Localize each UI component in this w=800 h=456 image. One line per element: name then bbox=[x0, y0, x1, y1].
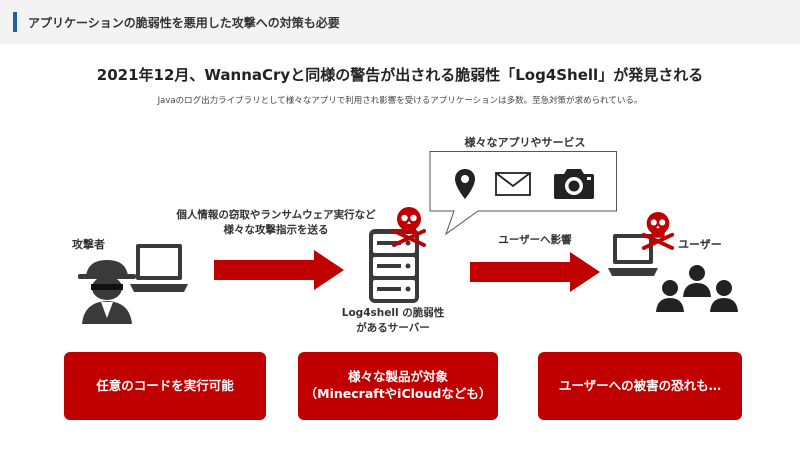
attacker-laptop-icon bbox=[130, 244, 188, 292]
map-pin-icon bbox=[455, 169, 475, 199]
server-label-line1: Log4shell の脆弱性 bbox=[341, 307, 445, 319]
impact-box-text: ユーザーへの被害の恐れも… bbox=[558, 377, 722, 393]
attack-instruction-line1: 個人情報の窃取やランサムウェア実行など bbox=[176, 209, 376, 221]
attack-arrow bbox=[214, 250, 344, 290]
impact-box-code-execution: 任意のコードを実行可能 bbox=[64, 352, 266, 420]
attack-instruction-text: 個人情報の窃取やランサムウェア実行など 様々な攻撃指示を送る bbox=[156, 208, 396, 237]
apps-label: 様々なアプリやサービス bbox=[464, 136, 586, 149]
section-title: アプリケーションの脆弱性を悪用した攻撃への対策も必要 bbox=[28, 16, 340, 30]
mail-icon bbox=[495, 172, 531, 196]
impact-box-products: 様々な製品が対象 （MinecraftやiCloudなども） bbox=[298, 352, 498, 420]
impact-box-user-damage: ユーザーへの被害の恐れも… bbox=[538, 352, 742, 420]
subline: Javaのログ出力ライブラリとして様々なアプリで利用され影響を受けるアプリケーシ… bbox=[157, 96, 643, 106]
section-accent-bar bbox=[13, 12, 17, 32]
attacker-label: 攻撃者 bbox=[72, 238, 105, 251]
server-label: Log4shell の脆弱性 があるサーバー bbox=[318, 306, 468, 336]
attack-instruction-line2: 様々な攻撃指示を送る bbox=[223, 223, 329, 236]
camera-icon bbox=[554, 169, 594, 199]
users-label: ユーザー bbox=[678, 238, 722, 251]
hacker-icon bbox=[78, 260, 136, 324]
skull-crossbones-user-icon bbox=[641, 212, 675, 250]
headline: 2021年12月、WannaCryと同様の警告が出される脆弱性「Log4Shel… bbox=[96, 66, 704, 84]
server-icon bbox=[369, 229, 419, 303]
impact-label: ユーザーへ影響 bbox=[498, 234, 572, 246]
impact-box-text: 様々な製品が対象 bbox=[347, 369, 448, 385]
section-header: アプリケーションの脆弱性を悪用した攻撃への対策も必要 bbox=[0, 0, 800, 44]
impact-arrow bbox=[470, 252, 600, 292]
users-group-icon bbox=[656, 265, 738, 312]
impact-box-text: 任意のコードを実行可能 bbox=[96, 377, 234, 393]
impact-box-subtext: （MinecraftやiCloudなども） bbox=[304, 386, 492, 401]
skull-crossbones-server-icon bbox=[392, 207, 426, 247]
server-label-line2: があるサーバー bbox=[356, 322, 430, 335]
user-laptop-icon bbox=[608, 234, 658, 276]
